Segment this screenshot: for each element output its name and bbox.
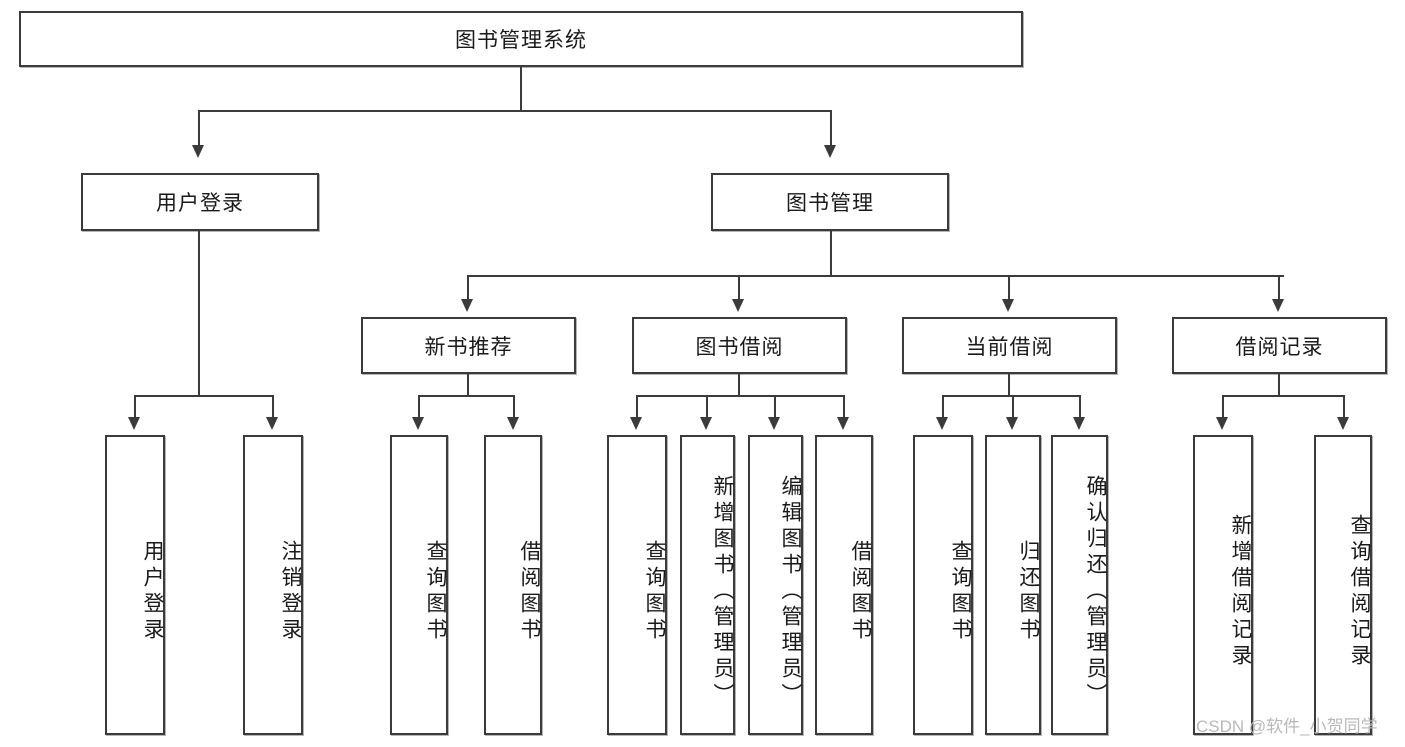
node-label: 编辑图书（管理员）: [779, 475, 802, 709]
watermark-text: CSDN @软件_小贺同学: [1196, 717, 1378, 736]
connector-bookmgmt-stem: [830, 231, 832, 275]
arrow-icon-userlogin-1: [128, 417, 140, 430]
arrow-icon-root-1: [192, 145, 204, 158]
connector-borrow-bus: [636, 395, 844, 397]
node-root-system[interactable]: 图书管理系统: [19, 11, 1023, 67]
connector-record-drop-1: [1222, 395, 1224, 417]
node-leaf-logout[interactable]: 注销登录: [243, 435, 303, 735]
connector-recommend-bus: [418, 395, 514, 397]
connector-record-stem: [1278, 374, 1280, 395]
arrow-icon-current-3: [1073, 417, 1085, 430]
connector-userlogin-stem: [198, 231, 200, 395]
node-label: 借阅图书: [849, 540, 872, 644]
connector-bookmgmt-drop-1: [467, 275, 469, 299]
node-leaf-query-book-recommend[interactable]: 查询图书: [390, 435, 448, 735]
node-leaf-borrow-book-recommend[interactable]: 借阅图书: [484, 435, 542, 735]
connector-recommend-drop-2: [513, 395, 515, 417]
connector-root-drop-1: [198, 110, 200, 145]
arrow-icon-record-1: [1216, 417, 1228, 430]
arrow-icon-borrow-4: [837, 417, 849, 430]
connector-borrow-drop-2: [706, 395, 708, 417]
node-label: 查询图书: [643, 540, 666, 644]
node-leaf-add-book-admin[interactable]: 新增图书（管理员）: [680, 435, 735, 735]
connector-bookmgmt-drop-4: [1278, 275, 1280, 299]
node-leaf-query-book-current[interactable]: 查询图书: [913, 435, 973, 735]
node-leaf-borrow-book[interactable]: 借阅图书: [815, 435, 873, 735]
node-label: 查询图书: [949, 540, 972, 644]
connector-borrow-drop-3: [774, 395, 776, 417]
node-label: 查询图书: [424, 540, 447, 644]
connector-borrow-drop-1: [636, 395, 638, 417]
connector-current-bus: [942, 395, 1080, 397]
node-current-borrow[interactable]: 当前借阅: [902, 317, 1117, 374]
node-label: 归还图书: [1017, 540, 1040, 644]
node-leaf-user-login[interactable]: 用户登录: [105, 435, 165, 735]
connector-current-stem: [1008, 374, 1010, 395]
arrow-icon-borrow-2: [700, 417, 712, 430]
connector-userlogin-drop-1: [134, 395, 136, 417]
connector-borrow-drop-4: [843, 395, 845, 417]
node-book-borrow[interactable]: 图书借阅: [632, 317, 847, 374]
node-label: 图书借阅: [695, 335, 784, 359]
node-label: 注销登录: [279, 540, 302, 644]
node-leaf-edit-book-admin[interactable]: 编辑图书（管理员）: [748, 435, 803, 735]
arrow-icon-recommend-1: [412, 417, 424, 430]
node-leaf-query-borrow-record[interactable]: 查询借阅记录: [1314, 435, 1372, 735]
node-label: 借阅记录: [1235, 335, 1324, 359]
arrow-icon-userlogin-2: [266, 417, 278, 430]
connector-recommend-drop-1: [418, 395, 420, 417]
connector-record-drop-2: [1343, 395, 1345, 417]
connector-recommend-stem: [467, 374, 469, 395]
connector-current-drop-1: [942, 395, 944, 417]
connector-root-bus: [198, 110, 832, 112]
arrow-icon-bookmgmt-1: [461, 299, 473, 312]
arrow-icon-record-2: [1337, 417, 1349, 430]
node-label: 当前借阅: [965, 335, 1054, 359]
node-label: 借阅图书: [518, 540, 541, 644]
node-label: 确认归还（管理员）: [1084, 475, 1107, 709]
node-user-login[interactable]: 用户登录: [81, 173, 319, 231]
connector-root-drop-2: [830, 110, 832, 145]
arrow-icon-borrow-1: [630, 417, 642, 430]
arrow-icon-current-2: [1006, 417, 1018, 430]
arrow-icon-bookmgmt-2: [732, 299, 744, 312]
node-label: 用户登录: [156, 192, 244, 215]
connector-bookmgmt-drop-2: [738, 275, 740, 299]
arrow-icon-borrow-3: [768, 417, 780, 430]
connector-root-stem: [520, 67, 522, 110]
connector-record-bus: [1222, 395, 1344, 397]
node-label: 新增图书（管理员）: [711, 475, 734, 709]
node-label: 图书管理: [786, 192, 874, 215]
arrow-icon-bookmgmt-3: [1002, 299, 1014, 312]
node-borrow-record[interactable]: 借阅记录: [1172, 317, 1387, 374]
connector-bookmgmt-drop-3: [1008, 275, 1010, 299]
arrow-icon-bookmgmt-4: [1272, 299, 1284, 312]
connector-bookmgmt-bus: [467, 275, 1284, 277]
node-label: 图书管理系统: [455, 29, 587, 52]
arrow-icon-current-1: [936, 417, 948, 430]
node-book-management[interactable]: 图书管理: [711, 173, 949, 231]
arrow-icon-root-2: [824, 145, 836, 158]
node-new-book-recommend[interactable]: 新书推荐: [361, 317, 576, 374]
connector-current-drop-3: [1079, 395, 1081, 417]
node-label: 查询借阅记录: [1348, 514, 1371, 670]
node-label: 新增借阅记录: [1229, 514, 1252, 670]
node-leaf-confirm-return-admin[interactable]: 确认归还（管理员）: [1051, 435, 1108, 735]
node-leaf-return-book[interactable]: 归还图书: [985, 435, 1041, 735]
connector-current-drop-2: [1012, 395, 1014, 417]
connector-borrow-stem: [738, 374, 740, 395]
node-label: 用户登录: [141, 540, 164, 644]
node-leaf-query-book-borrow[interactable]: 查询图书: [607, 435, 667, 735]
connector-userlogin-drop-2: [272, 395, 274, 417]
connector-userlogin-bus: [134, 395, 272, 397]
arrow-icon-recommend-2: [507, 417, 519, 430]
node-label: 新书推荐: [424, 335, 513, 359]
node-leaf-add-borrow-record[interactable]: 新增借阅记录: [1193, 435, 1253, 735]
